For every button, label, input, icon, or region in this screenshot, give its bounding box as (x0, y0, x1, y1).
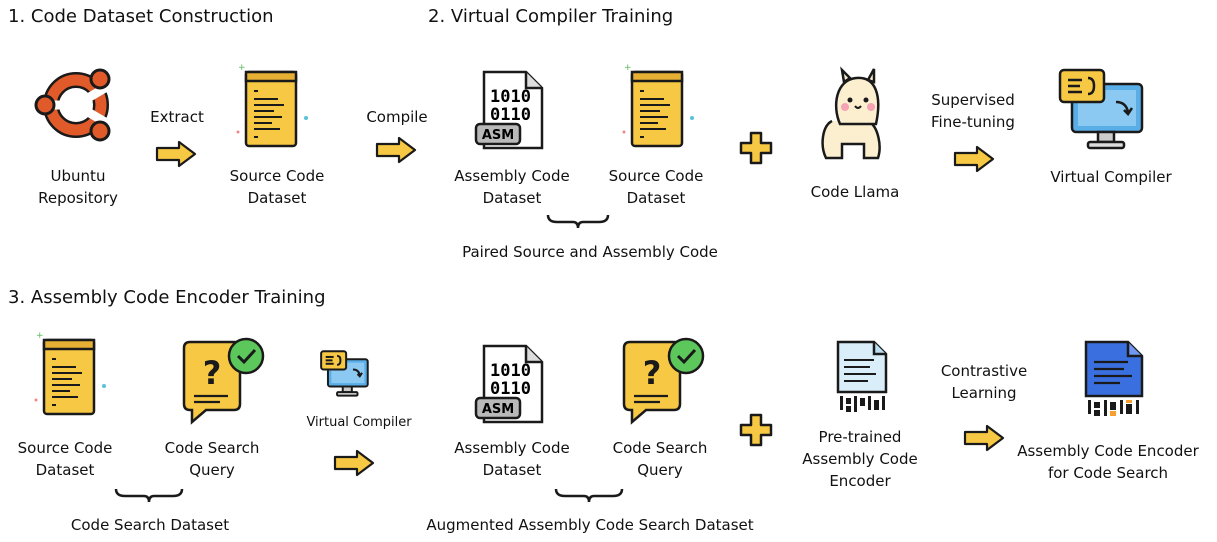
plus-icon (739, 413, 773, 447)
asm-badge-text: ASM (482, 402, 514, 417)
svg-text:?: ? (203, 354, 222, 392)
grouping-brace (546, 214, 610, 229)
code-llama-label: Code Llama (810, 183, 900, 201)
extract-label: Extract (150, 108, 204, 126)
arrow-right-icon (155, 140, 197, 168)
grouping-brace (114, 488, 184, 503)
arrow-right-icon (333, 449, 375, 477)
virtual-compiler-monitor-icon (1058, 68, 1144, 150)
section-title-3: 3. Assembly Code Encoder Training (8, 287, 326, 308)
search-query-check-icon: ? (622, 337, 705, 425)
search-query-check-icon: ? (182, 337, 265, 425)
arrow-right-icon (375, 136, 417, 164)
assembly-encoder-icon (1084, 340, 1144, 416)
plus-icon (739, 131, 773, 165)
svg-text:+: + (238, 63, 246, 73)
augmented-dataset-label: Augmented Assembly Code Search Dataset (426, 516, 754, 534)
compile-label: Compile (366, 108, 428, 126)
binary-text: 1010 (490, 87, 531, 107)
llama-icon (821, 66, 881, 160)
asm-badge-text: ASM (482, 128, 514, 143)
assembly-binary-document-icon: 1010 0110 ASM (474, 344, 544, 424)
svg-text:+: + (36, 331, 44, 341)
assembly-binary-document-icon: 1010 0110 ASM (474, 70, 544, 150)
virtual-compiler-label: Virtual Compiler (306, 415, 412, 430)
paired-source-assembly-label: Paired Source and Assembly Code (462, 243, 718, 261)
arrow-right-icon (963, 424, 1005, 452)
section-title-2: 2. Virtual Compiler Training (428, 6, 674, 27)
code-search-dataset-label: Code Search Dataset (70, 516, 230, 534)
virtual-compiler-monitor-icon (320, 350, 369, 397)
svg-text:+: + (624, 63, 632, 73)
svg-text:?: ? (643, 354, 662, 392)
grouping-brace (554, 488, 624, 503)
arrow-right-icon (953, 145, 995, 173)
ubuntu-logo-icon (34, 68, 111, 142)
source-code-document-icon: + (236, 63, 308, 148)
binary-text: 0110 (490, 379, 531, 399)
source-code-document-icon: + (34, 331, 106, 416)
binary-text: 1010 (490, 361, 531, 381)
binary-text: 0110 (490, 105, 531, 125)
section-title-1: 1. Code Dataset Construction (8, 6, 274, 27)
source-code-document-icon: + (622, 63, 694, 148)
pretrained-encoder-icon (836, 340, 888, 412)
virtual-compiler-label: Virtual Compiler (1050, 168, 1172, 186)
